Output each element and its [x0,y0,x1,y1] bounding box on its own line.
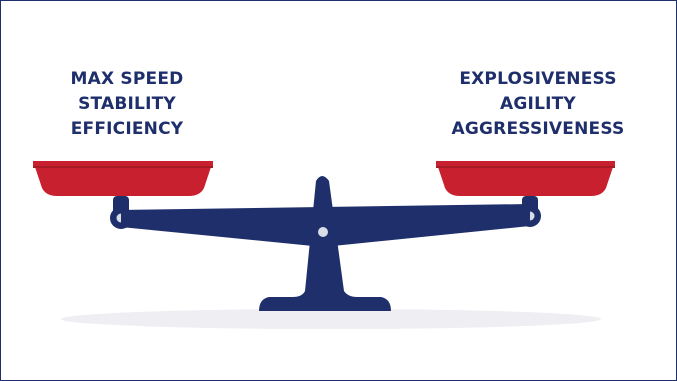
right-label-2: AGILITY [428,92,648,117]
right-pan [436,161,615,196]
left-label-3: EFFICIENCY [47,117,207,142]
left-label-2: STABILITY [47,92,207,117]
left-pan-labels: MAX SPEED STABILITY EFFICIENCY [47,67,207,142]
right-label-3: AGGRESSIVENESS [428,117,648,142]
left-pan [33,161,213,196]
ground-shadow [61,309,601,329]
center-pivot [318,227,328,237]
left-label-1: MAX SPEED [47,67,207,92]
right-pan-labels: EXPLOSIVENESS AGILITY AGGRESSIVENESS [428,67,648,142]
scale-stand [259,176,391,311]
right-label-1: EXPLOSIVENESS [428,67,648,92]
